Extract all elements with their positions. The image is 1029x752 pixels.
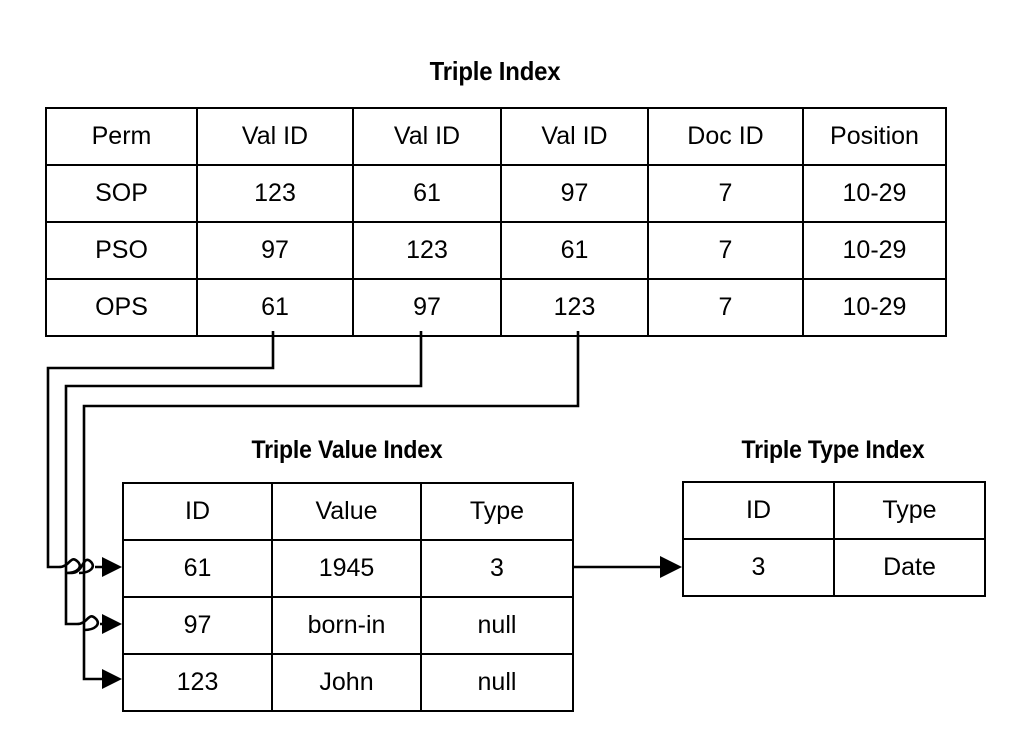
cell-position: 10-29 bbox=[802, 278, 947, 337]
arrowhead-to-value-123 bbox=[102, 669, 122, 689]
cell-perm: OPS bbox=[45, 278, 198, 337]
cell-type: 3 bbox=[420, 539, 574, 598]
cell-value: John bbox=[271, 653, 422, 712]
cell-val-id-3: 97 bbox=[500, 164, 649, 223]
cell-doc-id: 7 bbox=[647, 221, 804, 280]
cell-val-id-2: 123 bbox=[352, 221, 502, 280]
arrowhead-to-value-97 bbox=[102, 614, 122, 634]
triple-value-index-table: ID Value Type 61 1945 3 97 born-in null … bbox=[122, 482, 574, 712]
table-row: 123 John null bbox=[122, 653, 574, 712]
cell-val-id-3: 61 bbox=[500, 221, 649, 280]
arrowhead-to-type-index-3 bbox=[660, 556, 682, 578]
cell-perm: SOP bbox=[45, 164, 198, 223]
triple-type-index-table: ID Type 3 Date bbox=[682, 481, 986, 597]
triple-index-table: Perm Val ID Val ID Val ID Doc ID Positio… bbox=[45, 107, 947, 337]
cell-doc-id: 7 bbox=[647, 164, 804, 223]
cell-type: null bbox=[420, 596, 574, 655]
cell-id: 97 bbox=[122, 596, 273, 655]
column-header-position: Position bbox=[802, 107, 947, 166]
column-header-doc-id: Doc ID bbox=[647, 107, 804, 166]
cell-val-id-1: 61 bbox=[196, 278, 354, 337]
cell-val-id-2: 61 bbox=[352, 164, 502, 223]
table-row: PSO 97 123 61 7 10-29 bbox=[45, 221, 947, 280]
column-header-value: Value bbox=[271, 482, 422, 541]
cell-val-id-3: 123 bbox=[500, 278, 649, 337]
column-header-val-id-1: Val ID bbox=[196, 107, 354, 166]
column-header-type: Type bbox=[420, 482, 574, 541]
cell-position: 10-29 bbox=[802, 164, 947, 223]
cell-value: 1945 bbox=[271, 539, 422, 598]
cell-id: 3 bbox=[682, 538, 835, 597]
cell-type: null bbox=[420, 653, 574, 712]
cell-val-id-2: 97 bbox=[352, 278, 502, 337]
column-header-val-id-2: Val ID bbox=[352, 107, 502, 166]
cell-val-id-1: 123 bbox=[196, 164, 354, 223]
triple-index-title: Triple Index bbox=[429, 56, 561, 86]
arrowhead-to-value-61 bbox=[102, 557, 122, 577]
table-row: SOP 123 61 97 7 10-29 bbox=[45, 164, 947, 223]
column-header-perm: Perm bbox=[45, 107, 198, 166]
table-row: 3 Date bbox=[682, 538, 986, 597]
table-header-row: Perm Val ID Val ID Val ID Doc ID Positio… bbox=[45, 107, 947, 166]
table-header-row: ID Value Type bbox=[122, 482, 574, 541]
column-header-id: ID bbox=[122, 482, 273, 541]
cell-id: 61 bbox=[122, 539, 273, 598]
cell-doc-id: 7 bbox=[647, 278, 804, 337]
column-header-type: Type bbox=[833, 481, 986, 540]
table-header-row: ID Type bbox=[682, 481, 986, 540]
table-row: 97 born-in null bbox=[122, 596, 574, 655]
cell-value: born-in bbox=[271, 596, 422, 655]
table-row: OPS 61 97 123 7 10-29 bbox=[45, 278, 947, 337]
cell-position: 10-29 bbox=[802, 221, 947, 280]
cell-id: 123 bbox=[122, 653, 273, 712]
table-row: 61 1945 3 bbox=[122, 539, 574, 598]
cell-type: Date bbox=[833, 538, 986, 597]
cell-val-id-1: 97 bbox=[196, 221, 354, 280]
triple-value-index-title: Triple Value Index bbox=[251, 436, 443, 464]
cell-perm: PSO bbox=[45, 221, 198, 280]
column-header-id: ID bbox=[682, 481, 835, 540]
column-header-val-id-3: Val ID bbox=[500, 107, 649, 166]
triple-type-index-title: Triple Type Index bbox=[741, 436, 925, 464]
